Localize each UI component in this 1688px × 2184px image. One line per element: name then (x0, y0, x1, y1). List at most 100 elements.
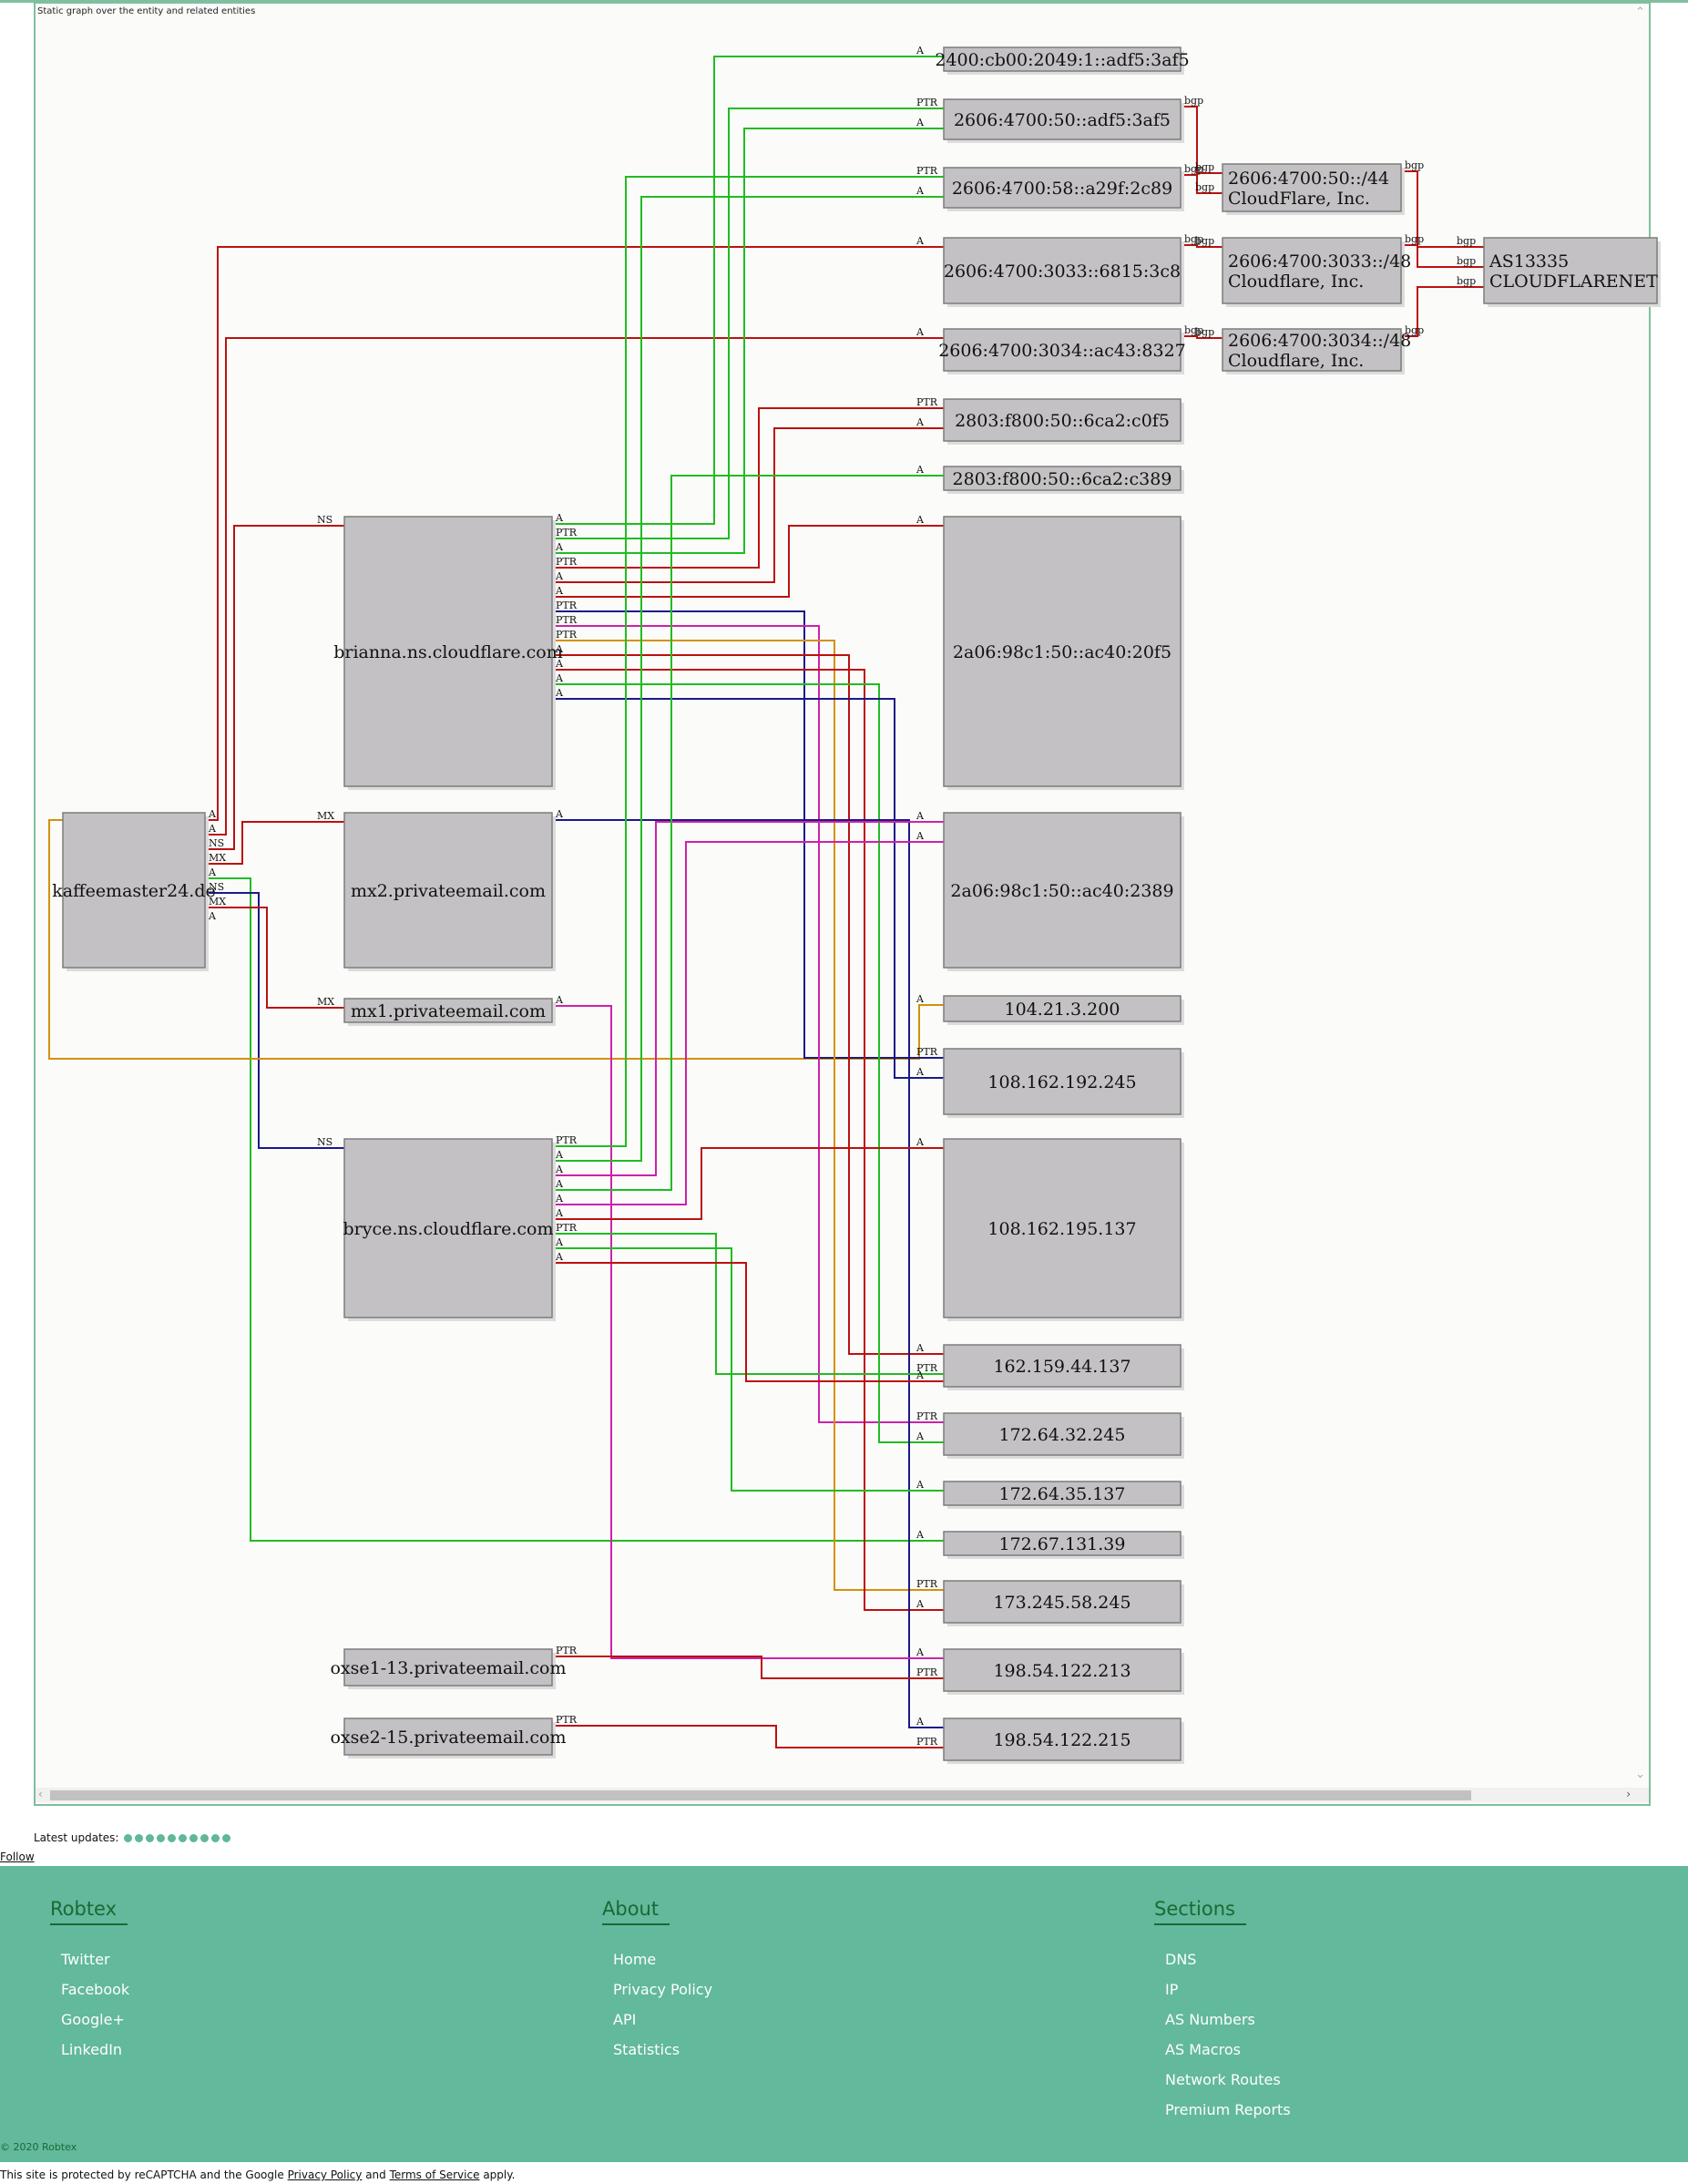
node-box[interactable] (943, 812, 1182, 969)
footer-link-linkedin[interactable]: LinkedIn (61, 2041, 123, 2058)
edge-label-source: PTR (556, 1222, 578, 1234)
node-label: kaffeemaster24.de (52, 881, 216, 901)
footer-link-statistics[interactable]: Statistics (613, 2041, 680, 2058)
terms-link[interactable]: Terms of Service (389, 2169, 480, 2181)
update-dot[interactable] (124, 1833, 133, 1842)
latest-updates-dots[interactable] (124, 1833, 233, 1842)
node-box[interactable] (343, 1648, 553, 1687)
footer-link-dns[interactable]: DNS (1165, 1951, 1197, 1968)
graph-node-ip17[interactable]: 173.245.58.245 (943, 1580, 1184, 1626)
footer-link-as-macros[interactable]: AS Macros (1165, 2041, 1241, 2058)
node-box[interactable] (343, 1717, 553, 1756)
graph-panel[interactable]: Static graph over the entity and related… (34, 2, 1661, 1806)
footer-link-as-numbers[interactable]: AS Numbers (1165, 2011, 1255, 2028)
node-label: Cloudflare, Inc. (1228, 351, 1364, 371)
graph-node-brianna[interactable]: brianna.ns.cloudflare.com (333, 516, 563, 790)
follow-link[interactable]: Follow (0, 1851, 35, 1863)
footer-link-api[interactable]: API (613, 2011, 637, 2028)
graph-node-oxse1[interactable]: oxse1-13.privateemail.com (330, 1648, 567, 1689)
node-box[interactable] (943, 995, 1182, 1022)
update-dot[interactable] (211, 1833, 220, 1842)
graph-node-ip5[interactable]: 2606:4700:3034::ac43:8327 (938, 328, 1186, 374)
graph-node-mx2[interactable]: mx2.privateemail.com (343, 812, 556, 971)
scroll-up-arrow[interactable]: ⌃ (1635, 5, 1645, 19)
footer-link-network-routes[interactable]: Network Routes (1165, 2071, 1281, 2088)
node-box[interactable] (943, 167, 1182, 209)
scroll-left-arrow[interactable]: ‹ (38, 1788, 43, 1800)
graph-node-ip15[interactable]: 172.64.35.137 (943, 1481, 1184, 1509)
node-box[interactable] (943, 46, 1182, 72)
footer-link-googleplus[interactable]: Google+ (61, 2011, 125, 2028)
graph-node-ip13[interactable]: 162.159.44.137 (943, 1344, 1184, 1390)
update-dot[interactable] (146, 1833, 155, 1842)
graph-edge (552, 698, 944, 1079)
graph-node-oxse2[interactable]: oxse2-15.privateemail.com (330, 1717, 567, 1758)
footer-link-home[interactable]: Home (613, 1951, 657, 1968)
update-dot[interactable] (135, 1833, 144, 1842)
node-box[interactable] (943, 1344, 1182, 1388)
graph-node-ip18[interactable]: 198.54.122.213 (943, 1648, 1184, 1695)
graph-node-kaffee[interactable]: kaffeemaster24.de (52, 812, 216, 971)
node-box[interactable] (62, 812, 206, 969)
graph-node-ip14[interactable]: 172.64.32.245 (943, 1412, 1184, 1459)
node-box[interactable] (943, 398, 1182, 442)
horizontal-scrollbar[interactable]: ‹ › (36, 1788, 1649, 1802)
update-dot[interactable] (200, 1833, 210, 1842)
node-box[interactable] (1222, 163, 1402, 212)
graph-node-ip7[interactable]: 2803:f800:50::6ca2:c389 (943, 466, 1184, 494)
update-dot[interactable] (168, 1833, 177, 1842)
graph-node-ip3[interactable]: 2606:4700:58::a29f:2c89 (943, 167, 1184, 211)
node-box[interactable] (943, 466, 1182, 491)
node-box[interactable] (943, 1580, 1182, 1624)
node-box[interactable] (943, 1717, 1182, 1761)
graph-node-ip4[interactable]: 2606:4700:3033::6815:3c8 (943, 237, 1184, 307)
graph-node-ip9[interactable]: 2a06:98c1:50::ac40:2389 (943, 812, 1184, 971)
node-box[interactable] (1222, 328, 1402, 372)
footer-link-twitter[interactable]: Twitter (61, 1951, 110, 1968)
node-box[interactable] (943, 237, 1182, 304)
graph-node-ip1[interactable]: 2400:cb00:2049:1::adf5:3af5 (935, 46, 1190, 75)
node-box[interactable] (943, 1412, 1182, 1456)
footer-link-premium-reports[interactable]: Premium Reports (1165, 2101, 1291, 2118)
node-box[interactable] (943, 516, 1182, 787)
graph-node-ip11[interactable]: 108.162.192.245 (943, 1048, 1184, 1118)
node-box[interactable] (343, 998, 553, 1023)
scroll-right-arrow[interactable]: › (1626, 1788, 1631, 1800)
update-dot[interactable] (189, 1833, 199, 1842)
graph-node-mx1[interactable]: mx1.privateemail.com (343, 998, 556, 1026)
node-box[interactable] (943, 98, 1182, 140)
node-box[interactable] (943, 328, 1182, 372)
footer-link-privacy[interactable]: Privacy Policy (613, 1981, 713, 1998)
update-dot[interactable] (222, 1833, 231, 1842)
graph-node-ip19[interactable]: 198.54.122.215 (943, 1717, 1184, 1764)
node-box[interactable] (943, 1481, 1182, 1506)
privacy-policy-link[interactable]: Privacy Policy (287, 2169, 363, 2181)
footer-link-ip[interactable]: IP (1165, 1981, 1179, 1998)
graph-node-ip10[interactable]: 104.21.3.200 (943, 995, 1184, 1025)
graph-node-bryce[interactable]: bryce.ns.cloudflare.com (343, 1138, 556, 1321)
graph-node-ip12[interactable]: 108.162.195.137 (943, 1138, 1184, 1321)
node-box[interactable] (1222, 237, 1402, 304)
node-box[interactable] (943, 1138, 1182, 1318)
node-box[interactable] (343, 516, 553, 787)
graph-node-ip6[interactable]: 2803:f800:50::6ca2:c0f5 (943, 398, 1184, 445)
update-dot[interactable] (157, 1833, 166, 1842)
node-box[interactable] (1483, 237, 1658, 304)
update-dot[interactable] (179, 1833, 188, 1842)
scrollbar-thumb[interactable] (50, 1790, 1471, 1800)
node-box[interactable] (343, 812, 553, 969)
scroll-down-arrow[interactable]: ⌄ (1635, 1768, 1645, 1781)
node-box[interactable] (343, 1138, 553, 1318)
node-box[interactable] (943, 1531, 1182, 1556)
entity-graph[interactable]: AAAANSNSMXMXAANSNSMXMXAAAAPTRPTRAAPTRPTR… (36, 4, 1661, 1786)
node-box[interactable] (943, 1648, 1182, 1692)
footer-link-facebook[interactable]: Facebook (61, 1981, 130, 1998)
graph-node-ip16[interactable]: 172.67.131.39 (943, 1531, 1184, 1559)
graph-node-ip2[interactable]: 2606:4700:50::adf5:3af5 (943, 98, 1184, 143)
node-box[interactable] (943, 1048, 1182, 1115)
graph-node-ip8[interactable]: 2a06:98c1:50::ac40:20f5 (943, 516, 1184, 790)
